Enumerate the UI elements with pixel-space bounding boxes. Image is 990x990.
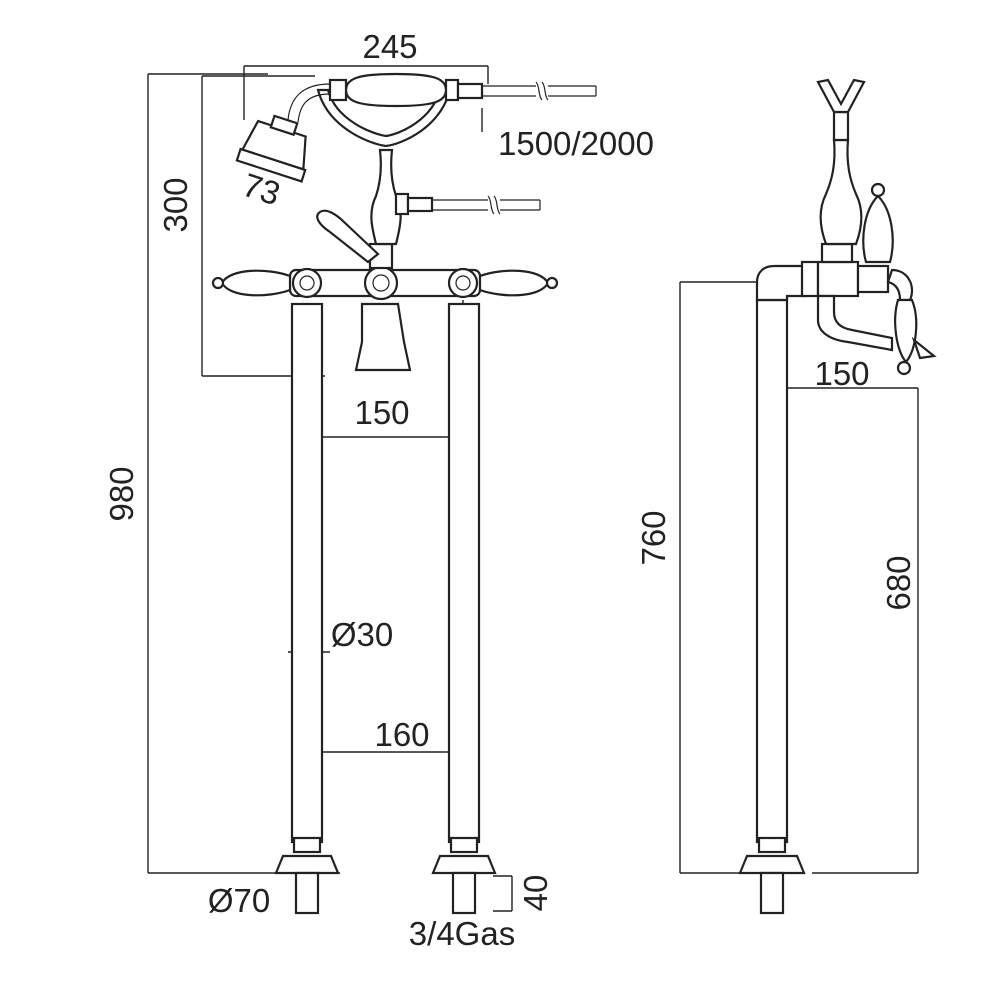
label-spout-height: 680 bbox=[880, 555, 917, 610]
front-column bbox=[235, 72, 597, 246]
side-pipe bbox=[738, 264, 808, 915]
label-total-height: 980 bbox=[103, 466, 140, 521]
side-mixer-body bbox=[800, 78, 937, 376]
side-view: 760 150 680 bbox=[635, 78, 937, 915]
front-left-pipe bbox=[274, 302, 340, 915]
label-side-projection: 150 bbox=[814, 355, 869, 392]
label-base-diameter: Ø70 bbox=[208, 882, 270, 919]
label-pipe-diameter: Ø30 bbox=[331, 616, 393, 653]
label-mixer-height: 300 bbox=[157, 177, 194, 232]
front-mixer-body bbox=[211, 209, 559, 372]
label-inlet-spacing-bottom: 160 bbox=[374, 716, 429, 753]
label-thread: 3/4Gas bbox=[409, 915, 515, 952]
label-side-height: 760 bbox=[635, 510, 672, 565]
label-spout-width: 245 bbox=[362, 28, 417, 65]
front-view: 245 1500/2000 73 300 150 980 Ø30 160 Ø70… bbox=[103, 28, 654, 952]
label-hose-length: 1500/2000 bbox=[498, 125, 654, 162]
label-inlet-spacing-top: 150 bbox=[354, 394, 409, 431]
front-right-pipe bbox=[431, 302, 497, 915]
label-thread-length: 40 bbox=[517, 875, 554, 912]
